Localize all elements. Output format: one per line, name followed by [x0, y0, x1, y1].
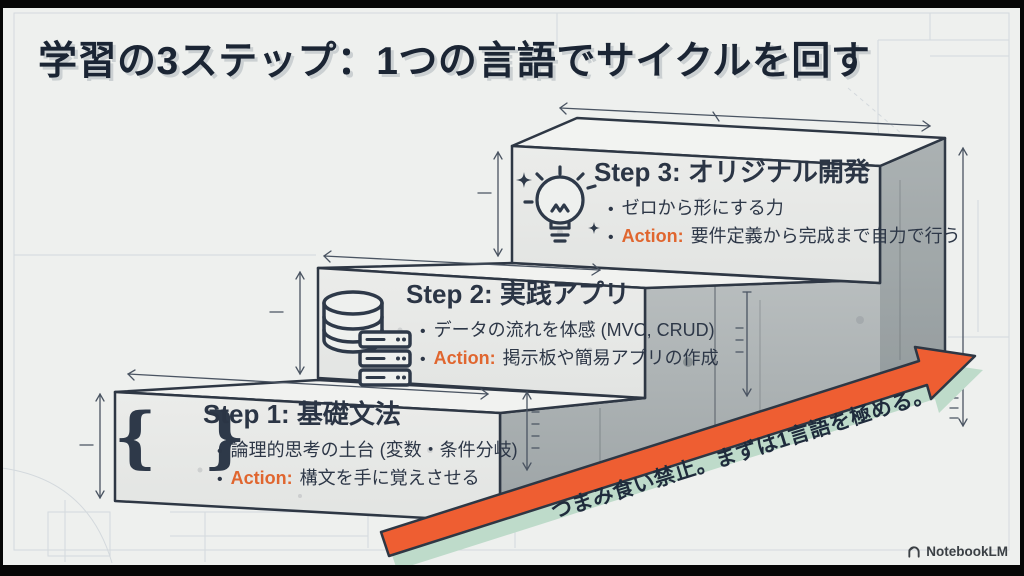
- bullet-dot: •: [217, 443, 223, 460]
- bullet-dot: •: [420, 323, 426, 340]
- step-1-action: •Action:構文を手に覚えさせる: [203, 465, 518, 493]
- brand-text: NotebookLM: [926, 544, 1008, 559]
- step-3-title: Step 3: オリジナル開発: [594, 157, 870, 187]
- action-label: Action:: [621, 226, 684, 246]
- database-icon: [322, 290, 412, 387]
- bullet-dot: •: [217, 471, 223, 488]
- step3-front-face: [510, 144, 882, 285]
- lightbulb-icon: [516, 165, 600, 243]
- action-label: Action:: [433, 348, 496, 368]
- step-3-action: •Action:要件定義から完成まで自力で行う: [594, 223, 961, 251]
- step3-side-shade: [880, 138, 945, 386]
- curly-braces-icon: { }: [114, 398, 258, 476]
- step-2-action: •Action:掲示板や簡易アプリの作成: [406, 345, 719, 373]
- bullet-dot: •: [608, 229, 614, 246]
- growth-arrow: [379, 345, 977, 558]
- step-2-point: •データの流れを体感 (MVC, CRUD): [406, 317, 719, 345]
- bullet-dot: •: [608, 201, 614, 218]
- letterbox-top: [0, 0, 1024, 8]
- dimension-lines: [79, 102, 968, 500]
- bullet-dot: •: [420, 351, 426, 368]
- step-2-block: Step 2: 実践アプリ •データの流れを体感 (MVC, CRUD) • Ac…: [406, 274, 719, 373]
- step-1-title: Step 1: 基礎文法: [203, 399, 401, 429]
- step-3-block: Step 3: オリジナル開発 •ゼロから形にする力 •Action:要件定義か…: [594, 152, 961, 251]
- action-label: Action:: [230, 468, 293, 488]
- step-3-point: •ゼロから形にする力: [594, 195, 961, 223]
- letterbox-right: [1020, 0, 1024, 576]
- step-1-point: •論理的思考の土台 (変数・条件分岐): [203, 437, 518, 465]
- step-1-block: Step 1: 基礎文法 •論理的思考の土台 (変数・条件分岐) • Action…: [203, 394, 518, 493]
- letterbox-bottom: [0, 565, 1024, 576]
- footer-brand: NotebookLM: [907, 544, 1008, 559]
- concrete-texture: [197, 180, 901, 498]
- notebooklm-logo-icon: [908, 545, 920, 558]
- letterbox-left: [0, 0, 3, 576]
- page-title: 学習の3ステップ：1つの言語でサイクルを回す: [38, 40, 871, 83]
- step-2-title: Step 2: 実践アプリ: [406, 279, 630, 309]
